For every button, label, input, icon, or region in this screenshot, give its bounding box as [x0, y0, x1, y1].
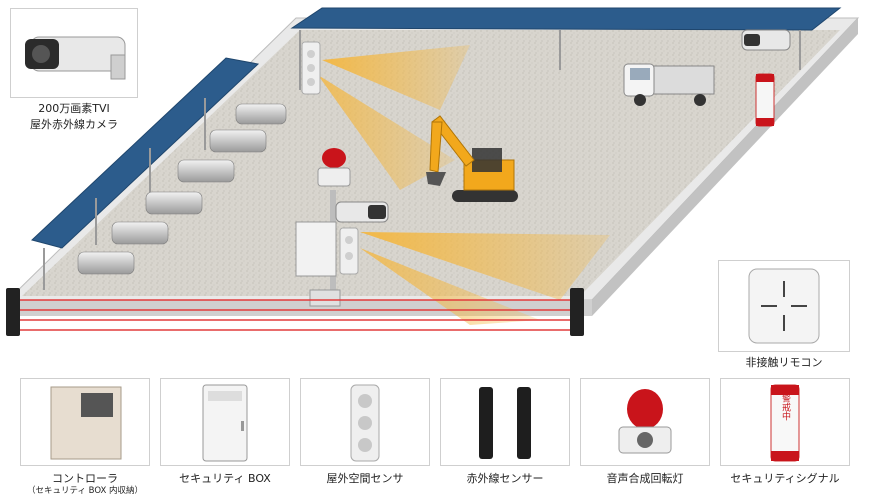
back-shed: [290, 7, 842, 90]
back-right-camera: [741, 29, 791, 51]
pipe-stack-icon: [77, 103, 287, 275]
product-sublabel-controller: （セキュリティ BOX 内収納）: [26, 486, 144, 496]
product-label-security-signal: セキュリティシグナル: [730, 472, 840, 485]
rotating-lamp-icon: [618, 389, 672, 454]
left-pipe-shed: [31, 57, 287, 290]
product-card-security-box: [160, 378, 290, 466]
infrared-beam-sensor-icon: [479, 387, 531, 459]
product-card-controller: [20, 378, 150, 466]
camera-label-line1: 200万画素TVI: [38, 102, 110, 115]
cctv-camera-icon: [25, 36, 126, 80]
controller-icon: [50, 386, 122, 460]
product-card-infrared-sensor: [440, 378, 570, 466]
product-card-security-signal: 警戒中: [720, 378, 850, 466]
product-card-space-sensor: [300, 378, 430, 466]
camera-card: [10, 8, 138, 98]
camera-label-line2: 屋外赤外線カメラ: [30, 118, 118, 131]
truck-icon: [623, 63, 715, 106]
infrared-beam-lines: [20, 299, 576, 331]
infrared-posts: [6, 288, 584, 336]
back-space-sensor: [301, 41, 321, 95]
product-card-rotating-lamp: [580, 378, 710, 466]
security-box-icon: [202, 384, 248, 462]
center-pole-unit: [295, 148, 389, 307]
sensor-detection-beams: [318, 45, 610, 325]
excavator-icon: [426, 115, 518, 202]
remote-card: [718, 260, 850, 352]
product-label-rotating-lamp: 音声合成回転灯: [606, 472, 684, 485]
remote-control-icon: [748, 268, 820, 344]
security-signal-icon: 警戒中: [770, 384, 800, 462]
signal-caption: 警戒中: [780, 392, 791, 421]
product-label-controller: コントローラ: [52, 472, 118, 485]
product-label-space-sensor: 屋外空間センサ: [326, 472, 404, 485]
product-label-infrared-sensor: 赤外線センサー: [466, 472, 544, 485]
back-security-signal: [755, 73, 775, 127]
space-sensor-icon: [350, 384, 380, 462]
remote-label: 非接触リモコン: [745, 356, 823, 369]
product-label-security-box: セキュリティ BOX: [179, 472, 271, 485]
